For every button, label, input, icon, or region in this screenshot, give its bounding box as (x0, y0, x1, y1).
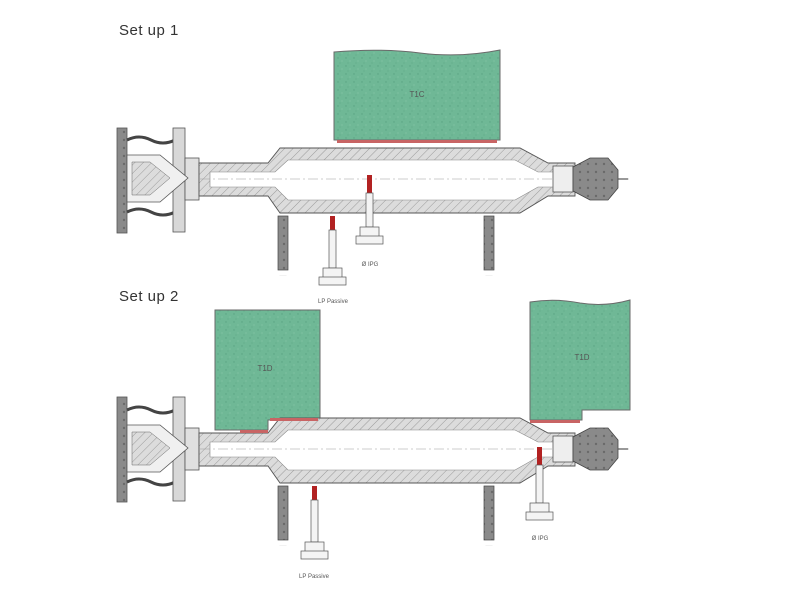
svg-text:·······: ······· (486, 273, 493, 277)
setup1-support-left: ······· (277, 215, 289, 277)
setup2-right-sleeve (552, 435, 574, 463)
setup1-lp-probe (318, 216, 347, 286)
setup2-contact-strip-right (530, 420, 580, 423)
setup1-cone-core (131, 161, 171, 196)
setup2-title: Set up 2 (119, 288, 179, 305)
svg-text:·······: ······· (280, 273, 287, 277)
setup2-block-right (529, 299, 631, 421)
setup1-assembly: T1C ······· ······· (116, 49, 630, 305)
setup2-block-left (214, 309, 321, 431)
setup1-bellows (116, 127, 128, 234)
setup2-lp-probe (300, 486, 329, 560)
setup1-contact-strip (337, 140, 497, 143)
setup2-spring (126, 405, 176, 487)
setup2-ipg-probe (525, 447, 554, 521)
setup2-contact-strip-left (240, 430, 268, 433)
setup1-ipg-probe (355, 175, 384, 245)
setup2-lp-label: LP Passive (299, 574, 330, 580)
setup2-cone-core (131, 431, 171, 466)
setup1-lp-label: LP Passive (318, 299, 349, 305)
setup1-support-right: ······· (483, 215, 495, 277)
setup1-right-sleeve (552, 165, 574, 193)
setup1-right-nut (572, 157, 619, 201)
setup2-block-left-label: T1D (257, 364, 272, 373)
setup1-title: Set up 1 (119, 22, 179, 39)
setup1-block-label: T1C (409, 90, 424, 99)
setup2-ipg-label: Ø IPG (532, 536, 549, 542)
setup1-spring (126, 135, 176, 217)
setup2-assembly: T1D T1D ······· ······· (116, 299, 631, 580)
setup1-block-t1c (333, 49, 501, 141)
setup2-support-left: ······· (277, 485, 289, 547)
svg-text:·······: ······· (486, 543, 493, 547)
setup2-bellows (116, 396, 128, 503)
setup2-support-right: ······· (483, 485, 495, 547)
setup2-contact-strip-left2 (270, 418, 318, 421)
svg-text:·······: ······· (280, 543, 287, 547)
setup2-right-nut (572, 427, 619, 471)
setup2-block-right-label: T1D (574, 353, 589, 362)
setup1-ipg-label: Ø IPG (362, 262, 379, 268)
